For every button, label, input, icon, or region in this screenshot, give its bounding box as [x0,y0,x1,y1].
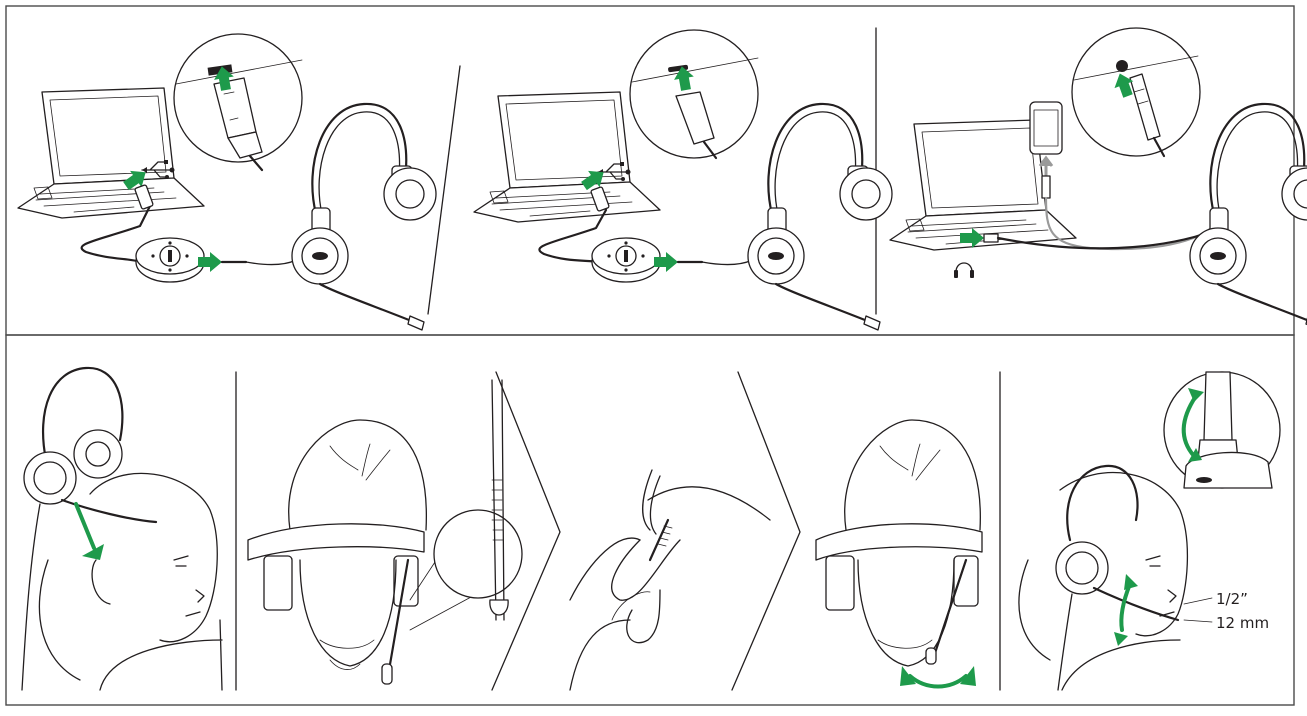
headset-illustration [290,102,438,332]
mic-distance-imperial-label: 1/2” [1216,590,1248,608]
step-mic-boom-detail [247,379,523,685]
step-rotate-mic [815,419,983,689]
headset-illustration [1188,102,1307,332]
step-bend-mic [569,469,771,691]
headset-illustration [746,102,894,332]
zoom-mic-boom [433,509,523,599]
divider-chevron [731,371,801,691]
step-usb-a-connection [17,33,438,332]
divider-slash [427,65,461,315]
headset-symbol-icon [954,262,974,278]
step-usb-c-connection [473,29,894,332]
inline-controller [135,237,205,283]
divider-chevron [491,371,561,691]
step-jack-connection [889,27,1307,332]
step-adjust-fit: 1/2” 12 mm [1018,371,1281,691]
bottom-panel-frame [5,334,1295,706]
mic-distance-metric-label: 12 mm [1216,614,1269,632]
step-wear-headset [21,366,223,691]
inline-controller [591,237,661,283]
smartphone-illustration [1029,101,1063,155]
